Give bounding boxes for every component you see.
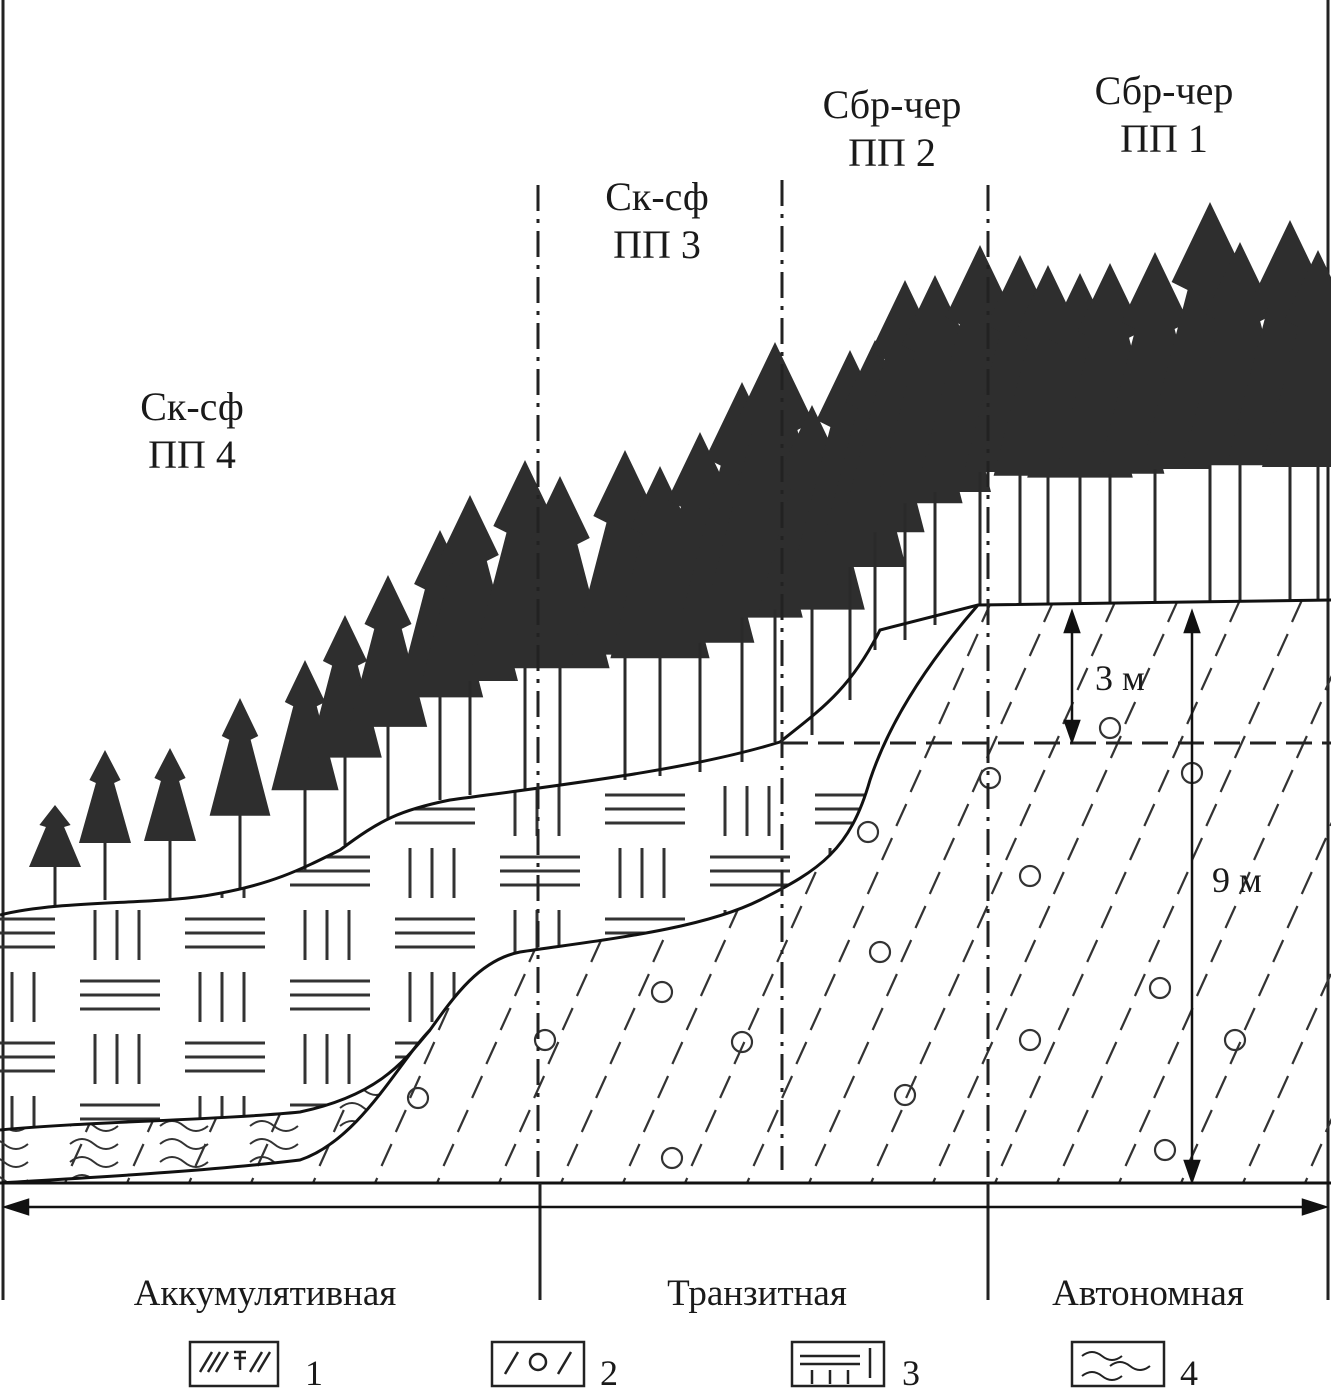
boulder-15 [1098, 716, 1122, 740]
boulder-0 [406, 1086, 430, 1110]
sediment-layer-pattern [0, 1084, 430, 1183]
legend-item-1: 1 [188, 1340, 323, 1393]
legend-item-2: 2 [490, 1340, 618, 1393]
plot-4-name: ПП 4 [148, 432, 236, 477]
pine-tree-1 [79, 750, 131, 900]
depth-arrow-3m [1063, 608, 1081, 745]
plot-3-name: ПП 3 [613, 222, 701, 267]
plot-3-type: Ск-сф [605, 174, 709, 219]
plot-1-name: ПП 1 [1120, 116, 1208, 161]
boulder-9 [1018, 1028, 1042, 1052]
sediment-boundary-line [0, 1028, 432, 1185]
boulder-1 [533, 1028, 557, 1052]
legend-label-1: 1 [305, 1353, 323, 1393]
zone-label-accumulative: Аккумулятивная [134, 1273, 397, 1314]
pine-tree-0 [29, 805, 81, 905]
pine-tree-4 [271, 660, 339, 870]
legend-item-3: 3 [790, 1340, 920, 1393]
boulder-8 [1018, 864, 1042, 888]
zone-label-autonomous: Автономная [1052, 1273, 1244, 1314]
mineral-boundary-line [0, 604, 980, 1132]
depth-label-9m: 9 м [1212, 860, 1262, 900]
legend-label-4: 4 [1180, 1353, 1198, 1393]
plot-2-name: ПП 2 [848, 130, 936, 175]
plot-1-type: Сбр-чер [1095, 68, 1234, 113]
boulder-10 [1148, 976, 1172, 1000]
ground-surface-line [0, 598, 1331, 917]
boulder-2 [650, 980, 674, 1004]
plot-2-type: Сбр-чер [823, 82, 962, 127]
legend-swatch-2 [490, 1340, 586, 1388]
legend-swatch-3 [790, 1340, 886, 1388]
legend: 1 2 3 [188, 1340, 1198, 1393]
legend-label-2: 2 [600, 1353, 618, 1393]
depth-arrow-9m [1183, 608, 1201, 1185]
boulder-5 [893, 1083, 917, 1107]
zone-label-transit: Транзитная [667, 1273, 847, 1314]
boulder-13 [978, 766, 1002, 790]
depth-label-3m: 3 м [1095, 658, 1145, 698]
boulder-6 [868, 940, 892, 964]
pine-tree-30 [1262, 250, 1331, 600]
boulder-11 [1223, 1028, 1247, 1052]
boulder-7 [856, 820, 880, 844]
profile-extent-arrow [1, 1198, 1330, 1216]
boulder-3 [730, 1030, 754, 1054]
legend-swatch-1 [188, 1340, 280, 1388]
legend-label-3: 3 [902, 1353, 920, 1393]
plot-4-type: Ск-сф [140, 384, 244, 429]
boulder-12 [1153, 1138, 1177, 1162]
boulder-4 [660, 1146, 684, 1170]
pine-forest [29, 202, 1331, 905]
pine-tree-3 [209, 698, 271, 888]
legend-swatch-4 [1070, 1340, 1166, 1388]
pine-tree-2 [144, 748, 196, 898]
pine-tree-6 [348, 575, 428, 820]
legend-item-4: 4 [1070, 1340, 1198, 1393]
